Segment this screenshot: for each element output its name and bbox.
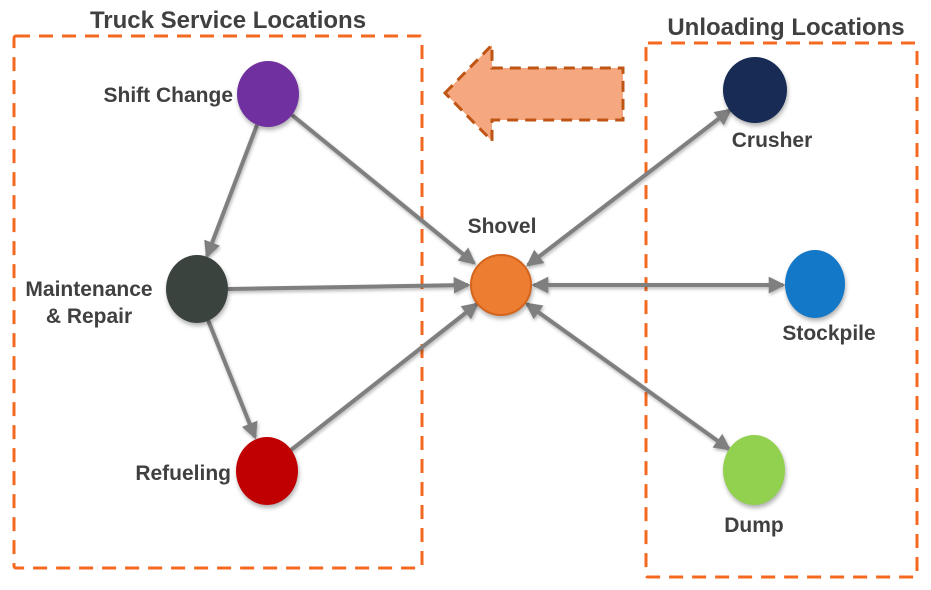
stockpile-label: Stockpile [782, 322, 875, 345]
left-block-arrow-icon [442, 41, 625, 145]
edge-shift-change-to-shovel [290, 113, 476, 265]
shift-change-node [237, 61, 299, 127]
refueling-node [236, 437, 298, 505]
edge-shovel-dump-two-way [524, 302, 732, 451]
maintenance-repair-label-line2: & Repair [46, 305, 132, 328]
crusher-node [723, 57, 787, 123]
stockpile-node [785, 250, 845, 318]
shovel-label: Shovel [468, 215, 537, 238]
edge-shift-change-to-maintenance [204, 124, 259, 259]
edge-maintenance-to-refueling [206, 319, 258, 440]
dump-node [723, 435, 785, 505]
shovel-node [470, 254, 532, 316]
dump-label: Dump [724, 514, 784, 537]
unloading-locations-title: Unloading Locations [667, 14, 904, 41]
refueling-label: Refueling [135, 462, 231, 485]
maintenance-repair-label-line1: Maintenance [25, 278, 152, 301]
unloading-locations-box [644, 41, 919, 579]
edge-refueling-to-shovel [289, 302, 479, 452]
truck-service-locations-title: Truck Service Locations [90, 7, 366, 34]
edge-shovel-crusher-two-way [526, 108, 732, 267]
truck-service-locations-box [12, 34, 424, 570]
shift-change-label: Shift Change [104, 84, 234, 107]
maintenance-repair-node [166, 255, 228, 323]
edge-maintenance-to-shovel [227, 276, 471, 294]
crusher-label: Crusher [732, 129, 813, 152]
